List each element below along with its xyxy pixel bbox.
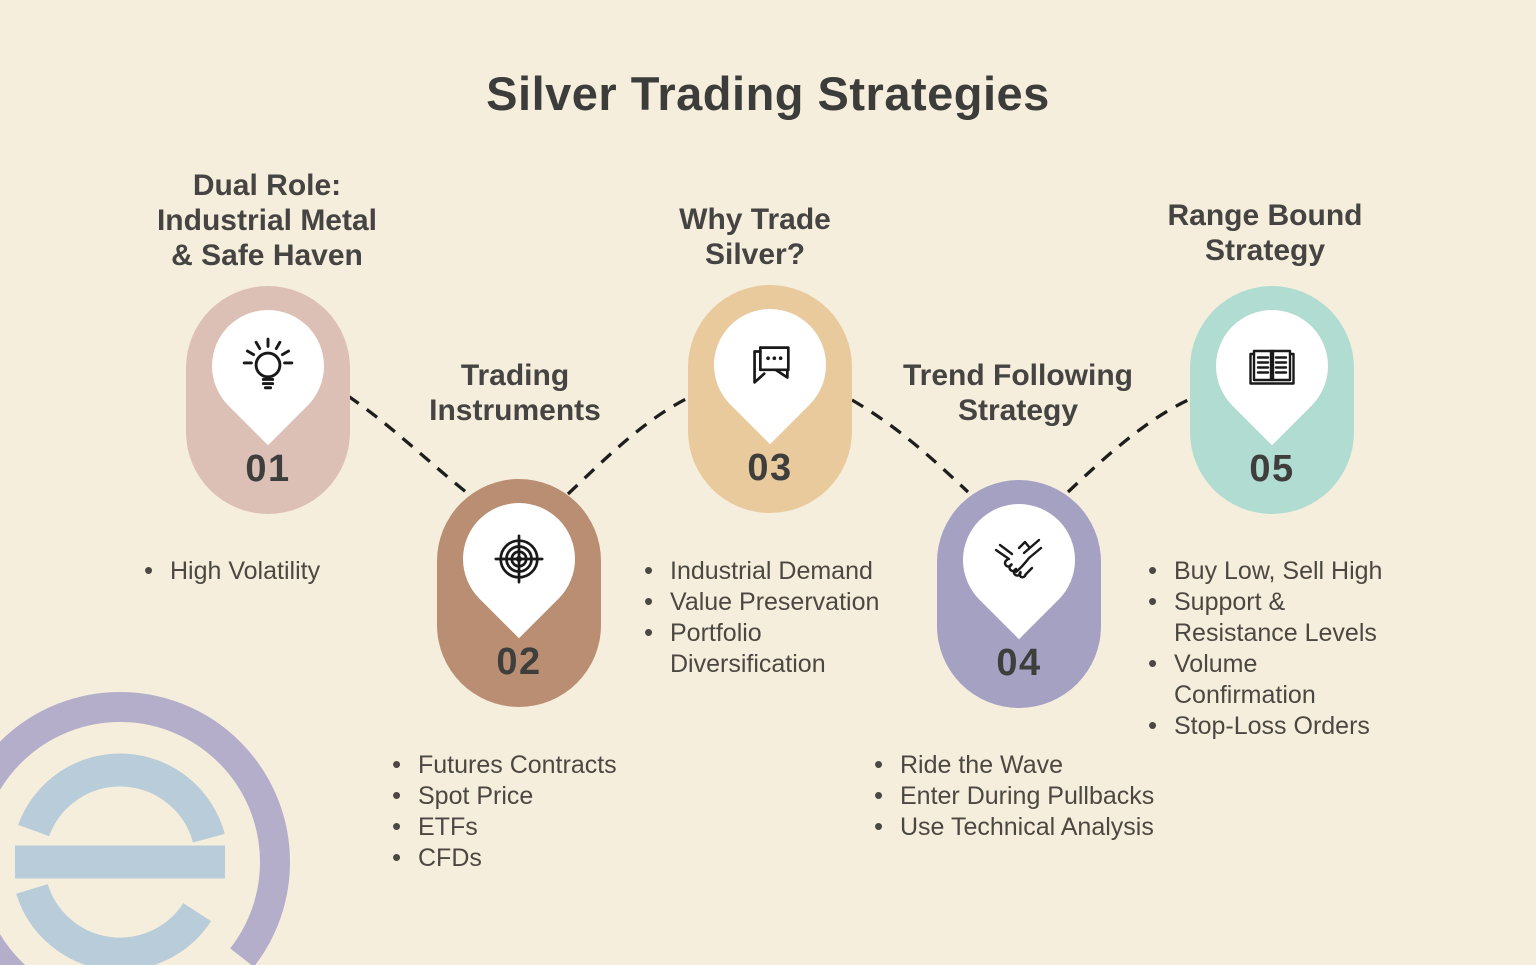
open-book-icon (1249, 349, 1295, 385)
step-heading-05: Range Bound Strategy (1167, 199, 1363, 267)
lightbulb-icon (242, 337, 294, 390)
list-item: Volume Confirmation (1146, 648, 1392, 711)
logo-s-top-arc (18, 753, 225, 843)
list-item: Ride the Wave (872, 749, 1202, 781)
step-number: 04 (996, 642, 1042, 684)
list-item: Industrial Demand (642, 555, 898, 587)
list-item: Futures Contracts (390, 749, 670, 781)
list-item: CFDs (390, 842, 670, 874)
list-item: Use Technical Analysis (872, 811, 1202, 843)
step-number: 03 (747, 447, 793, 489)
list-item: Value Preservation (642, 586, 898, 618)
list-item: Spot Price (390, 780, 670, 812)
list-item: Portfolio Diversification (642, 617, 898, 680)
connector-4-5 (1066, 398, 1189, 494)
logo-s-bottom-arc (16, 883, 212, 965)
step-number: 05 (1249, 448, 1295, 490)
handshake-icon (994, 538, 1043, 579)
step-heading-02: Trading Instruments (429, 359, 601, 427)
step-number: 01 (245, 448, 291, 490)
step-number: 02 (496, 641, 542, 683)
map-pin-shape (188, 286, 348, 446)
list-item: High Volatility (142, 555, 382, 587)
bullet-list-03: Industrial DemandValue PreservationPortf… (642, 555, 898, 680)
step-pill-05: 05 (1190, 286, 1354, 514)
step-heading-01: Dual Role: Industrial Metal & Safe Haven (156, 169, 378, 272)
page-title: Silver Trading Strategies (486, 67, 1050, 120)
step-pill-04: 04 (937, 480, 1101, 708)
bullet-list-02: Futures ContractsSpot PriceETFsCFDs (390, 749, 670, 874)
connector-1-2 (347, 394, 468, 494)
connector-3-4 (851, 398, 970, 494)
list-item: Stop-Loss Orders (1146, 710, 1392, 742)
step-pill-02: 02 (437, 479, 601, 707)
step-heading-03: Why Trade Silver? (679, 203, 831, 271)
bullet-list-05: Buy Low, Sell HighSupport & Resistance L… (1146, 555, 1392, 742)
map-pin-shape (939, 480, 1099, 640)
step-heading-04: Trend Following Strategy (903, 359, 1133, 427)
list-item: ETFs (390, 811, 670, 843)
connector-2-3 (566, 396, 689, 496)
map-pin-shape (439, 479, 599, 639)
step-pill-01: 01 (186, 286, 350, 514)
chat-bubbles-icon (753, 346, 790, 384)
map-pin-shape (1192, 286, 1352, 446)
logo-ring (0, 692, 290, 965)
bullet-list-01: High Volatility (142, 555, 382, 587)
step-pill-03: 03 (688, 285, 852, 513)
map-pin-shape (690, 285, 850, 445)
bullet-list-04: Ride the WaveEnter During PullbacksUse T… (872, 749, 1202, 843)
list-item: Enter During Pullbacks (872, 780, 1202, 812)
list-item: Support & Resistance Levels (1146, 586, 1392, 649)
target-icon (494, 534, 544, 584)
list-item: Buy Low, Sell High (1146, 555, 1392, 587)
